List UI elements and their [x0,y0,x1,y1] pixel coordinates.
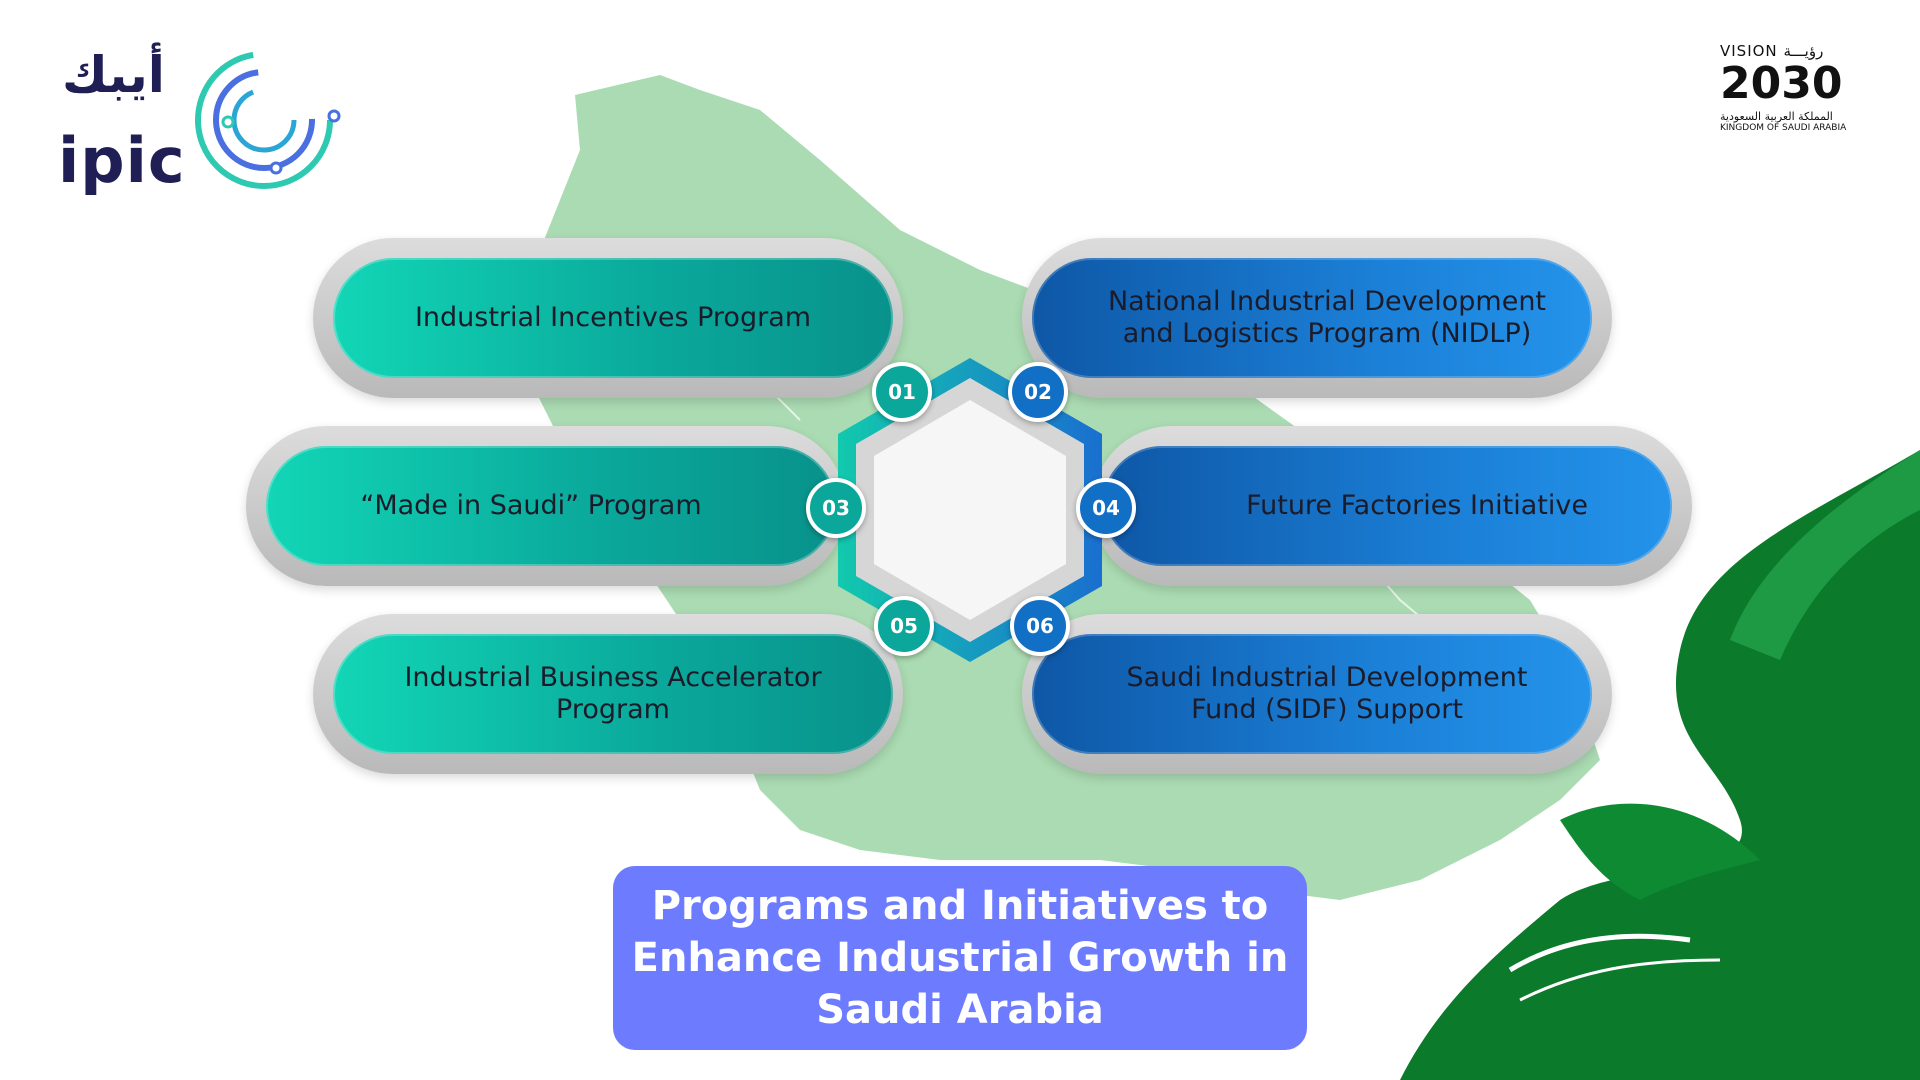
vision-top-text: VISION رؤيـــة [1720,42,1824,60]
badge-05: 05 [874,596,934,656]
program-label-05: Industrial Business Accelerator Program [404,661,822,725]
program-label-04: Future Factories Initiative [1246,489,1588,521]
program-label-03: “Made in Saudi” Program [360,489,702,521]
logo-arabic-text: أيبك [62,46,165,104]
badge-06: 06 [1010,596,1070,656]
program-pill-04: Future Factories Initiative [1102,446,1672,566]
program-pill-02: National Industrial Development and Logi… [1032,258,1592,378]
program-pill-05: Industrial Business Accelerator Program [333,634,893,754]
ipic-logo-rings-icon [195,51,341,189]
logo-english-text: ipic [58,124,186,197]
badge-04: 04 [1076,478,1136,538]
title-box: Programs and Initiatives to Enhance Indu… [613,866,1307,1050]
badge-01: 01 [872,362,932,422]
vision-year: 2030 [1720,58,1843,109]
badge-02: 02 [1008,362,1068,422]
program-label-01: Industrial Incentives Program [414,301,812,333]
program-pill-06: Saudi Industrial Development Fund (SIDF)… [1032,634,1592,754]
vision-arabic-text: المملكة العربية السعودية [1720,110,1833,123]
program-pill-03: “Made in Saudi” Program [266,446,836,566]
page-title: Programs and Initiatives to Enhance Indu… [631,883,1289,1033]
center-hexagon [838,358,1102,662]
program-pill-01: Industrial Incentives Program [333,258,893,378]
badge-03: 03 [806,478,866,538]
program-label-02: National Industrial Development and Logi… [1107,285,1547,349]
vision-english-text: KINGDOM OF SAUDI ARABIA [1720,123,1847,133]
program-label-06: Saudi Industrial Development Fund (SIDF)… [1126,661,1528,725]
vision-2030-logo: VISION رؤيـــة 2030 المملكة العربية السع… [1720,42,1860,133]
